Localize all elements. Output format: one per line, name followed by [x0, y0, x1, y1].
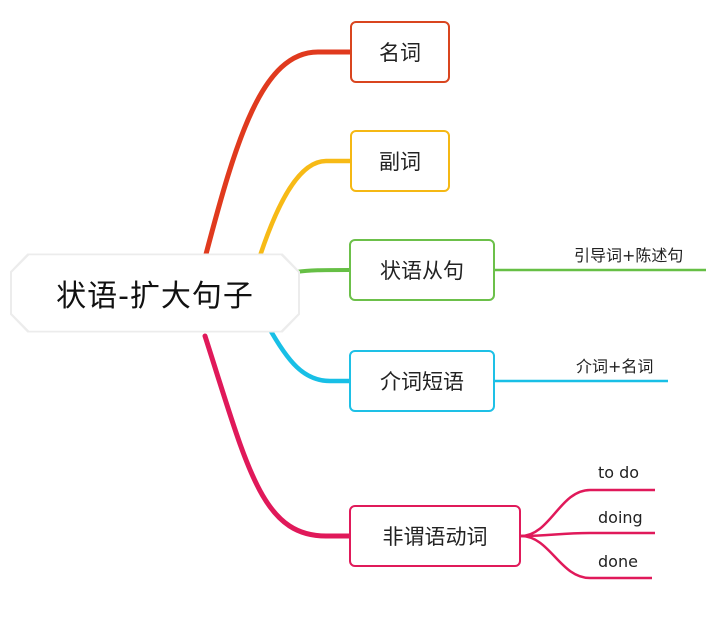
connector-adverb	[255, 158, 353, 265]
connector-non-finite	[202, 333, 352, 539]
branch-node-prep-phrase[interactable]: 介词短语	[349, 350, 495, 412]
root-node[interactable]: 状语-扩大句子	[12, 255, 298, 331]
connector-prep-phrase	[265, 323, 352, 384]
branch-node-non-finite[interactable]: 非谓语动词	[349, 505, 521, 567]
connector-to-do	[520, 488, 655, 538]
connector-doing	[520, 531, 655, 538]
sub-node-doing[interactable]: doing	[598, 508, 643, 527]
sub-node-done[interactable]: done	[598, 552, 638, 571]
connector-noun	[202, 49, 353, 261]
connector-adverbial-clause	[294, 268, 351, 274]
branch-node-noun[interactable]: 名词	[350, 21, 450, 83]
connector-done	[520, 534, 652, 580]
note-adverbial-clause[interactable]: 引导词+陈述句	[574, 246, 684, 265]
note-prep-phrase[interactable]: 介词+名词	[576, 357, 654, 376]
sub-node-to-do[interactable]: to do	[598, 463, 640, 482]
branch-node-adverbial-clause[interactable]: 状语从句	[349, 239, 495, 301]
branch-node-adverb[interactable]: 副词	[350, 130, 450, 192]
